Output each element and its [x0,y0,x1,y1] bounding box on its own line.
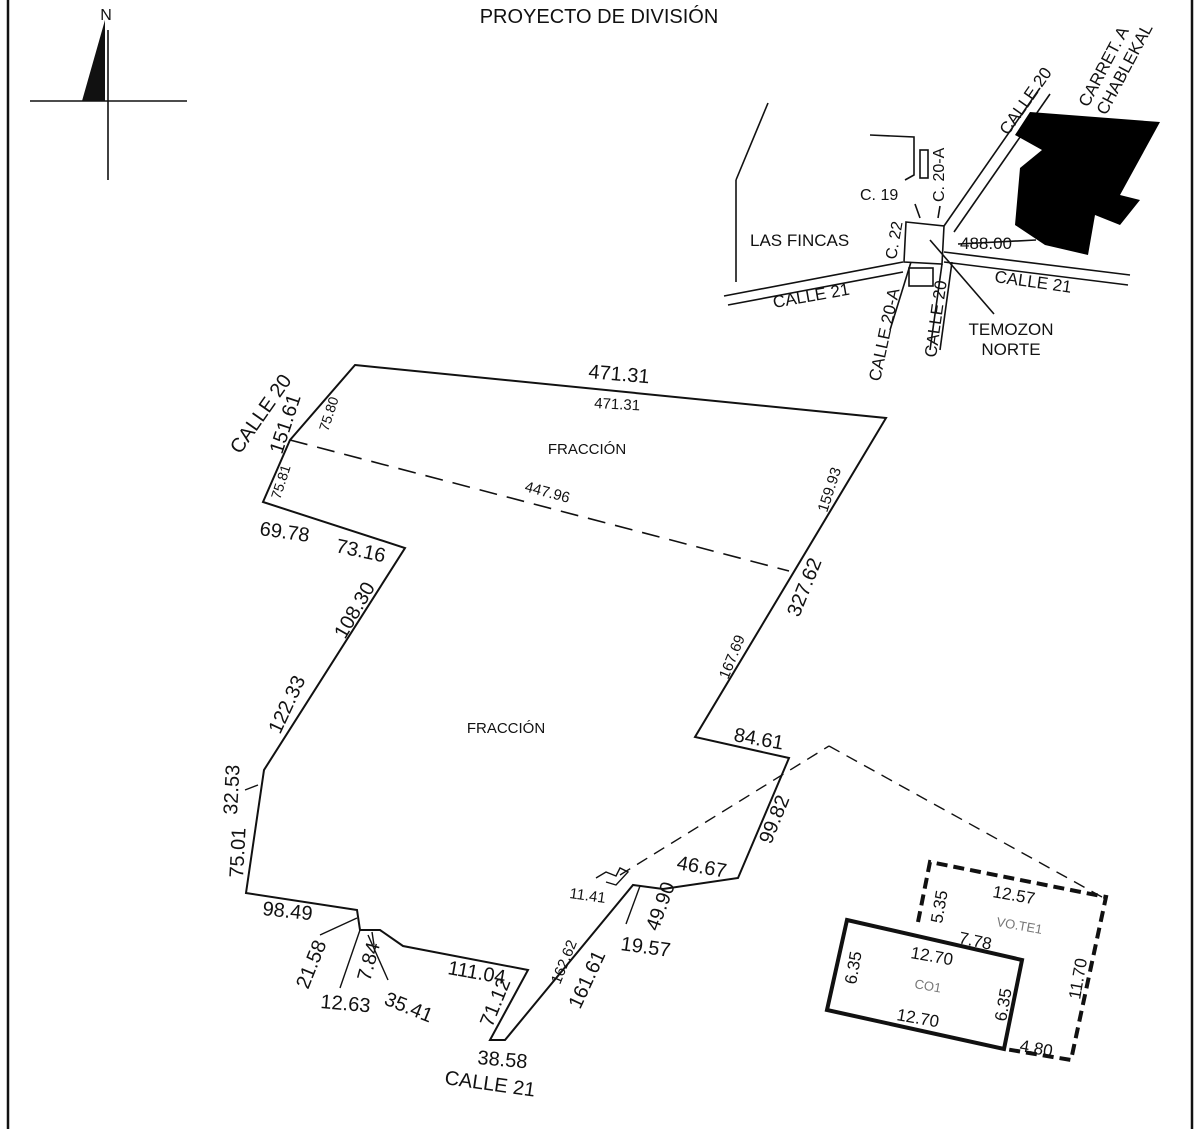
parcel-markers [244,745,1103,989]
dim-top-outer: 471.31 [588,361,651,388]
c20a-label: C. 20-A [931,147,948,202]
dim-left-upper: 75.80 [316,394,342,432]
leader-line [937,205,941,219]
north-arrow-icon [30,20,187,180]
leader-line [914,203,921,219]
dim-11-70: 11.70 [1065,957,1091,1001]
detail-inset: VO.TE1 CO1 12.57 5.35 7.78 11.70 4.80 12… [824,859,1109,1063]
division-line [289,439,790,572]
lot-vote1-label: VO.TE1 [995,914,1043,937]
dim-32-53: 32.53 [220,764,245,815]
leader-35-41 [367,934,389,981]
calle21-east-label: CALLE 21 [993,267,1072,297]
block [908,267,934,287]
road-calle20-south [929,263,943,351]
dim-6-35-left: 6.35 [841,950,865,986]
dim-19-57: 19.57 [619,933,672,962]
lot-co1-outline [824,917,1025,1052]
dim-122-33: 122.33 [265,672,311,737]
leader-temozon [929,239,995,315]
temozon-label-1: TEMOZON [969,320,1054,339]
small-lot-marker [595,867,630,886]
dim-108-30: 108.30 [330,579,380,643]
dim-7-78: 7.78 [957,928,993,953]
c19-label: C. 19 [860,187,898,204]
block [919,149,929,179]
dim-top-inner: 471.31 [594,395,641,414]
parcel-labels: CALLE 20 CALLE 21 FRACCIÓN FRACCIÓN 471.… [220,361,845,1102]
calle20a-south-label: CALLE 20-A [865,286,903,383]
dim-38-58: 38.58 [477,1047,529,1073]
north-label: N [100,7,112,24]
lot-vote1-outline [916,859,1109,1063]
dim-35-41: 35.41 [381,988,436,1027]
road-calle21-east [943,261,1129,286]
dim-12-57: 12.57 [991,882,1036,908]
leader-19-57 [625,885,641,925]
road-calle20a-south [889,261,912,331]
distance-488: 488.00 [960,234,1012,253]
leader-7-84 [371,931,375,946]
dim-75-01: 75.01 [226,827,251,878]
leader-32-53 [244,784,259,791]
c22-label: C. 22 [883,220,906,261]
dim-69-78: 69.78 [258,518,311,547]
page-title: PROYECTO DE DIVISIÓN [480,5,719,28]
dim-5-35: 5.35 [927,889,951,925]
dim-7-84: 7.84 [354,940,385,983]
fraction-north-label: FRACCIÓN [548,441,626,458]
dim-46-67: 46.67 [675,852,728,882]
road-calle21-west [727,271,904,306]
road-line [735,102,769,181]
calle20-south-label: CALLE 20 [921,279,951,358]
dim-84-61: 84.61 [732,724,785,754]
dim-21-58: 21.58 [292,937,331,992]
dim-left-lower: 75.81 [268,462,294,500]
detail-leader [619,745,830,876]
fraction-south-label: FRACCIÓN [467,720,545,737]
dim-4-80: 4.80 [1018,1036,1054,1060]
leader-distance [957,239,1037,245]
road-calle21-east [943,251,1131,276]
dim-98-49: 98.49 [261,898,313,925]
dim-12-70-top: 12.70 [909,943,954,969]
temozon-label-2: NORTE [981,340,1040,359]
leader-12-63 [339,929,361,989]
dim-division: 447.96 [523,478,572,506]
leader-21-58 [319,917,358,936]
block [869,134,915,181]
parcel-boundary [244,363,888,1041]
las-fincas-label: LAS FINCAS [750,231,849,250]
dim-12-63: 12.63 [320,991,372,1017]
dim-11-41: 11.41 [568,885,606,907]
block-temozon [903,221,945,265]
dim-99-82: 99.82 [755,792,794,847]
lot-co1-label: CO1 [913,976,942,995]
road-calle20-south [939,261,953,351]
dim-right-upper: 159.93 [815,465,845,514]
dim-right-outer: 327.62 [783,555,826,620]
temozon-norte-land-shape [1015,112,1160,255]
detail-leader [828,745,1103,898]
road-calle20-ne [943,87,1041,227]
road-calle21-west [723,261,904,297]
